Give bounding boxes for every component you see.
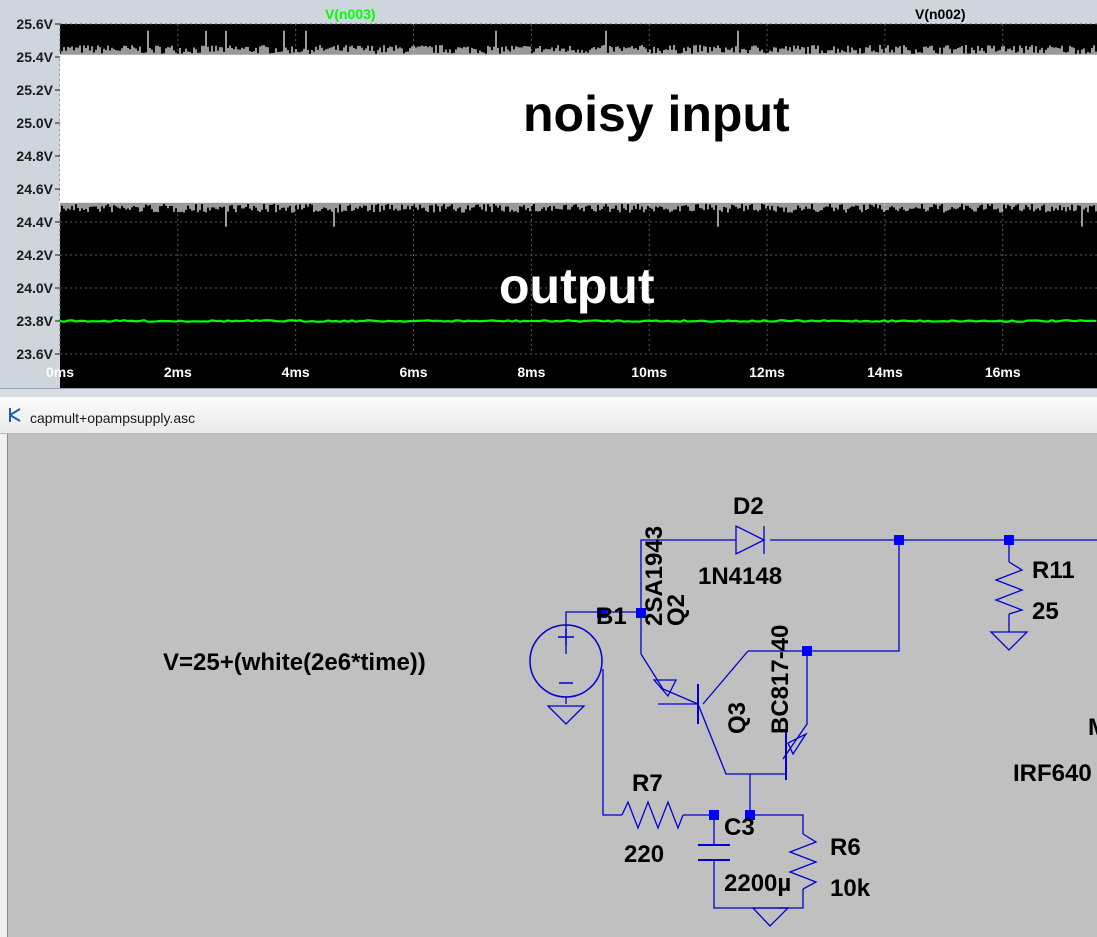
q2-arrow <box>652 679 678 698</box>
wire <box>702 650 749 705</box>
junction <box>1004 535 1014 545</box>
label-c3[interactable]: C3 <box>724 814 755 841</box>
wire <box>748 650 808 760</box>
waveform-viewer[interactable]: 25.6V 25.4V 25.2V 25.0V 24.8V 24.6V 24.4V 24.2V… <box>0 0 1097 392</box>
label-d2[interactable]: D2 <box>733 493 764 520</box>
x-tick-label: 8ms <box>517 364 545 380</box>
x-tick-label: 4ms <box>282 364 310 380</box>
y-tick-label: 24.0V <box>16 280 53 296</box>
junction <box>802 646 812 656</box>
ground-icon <box>989 631 1029 651</box>
label-m[interactable]: M <box>1088 714 1097 741</box>
resistor-r11[interactable] <box>994 561 1024 615</box>
label-q3[interactable]: Q3 <box>724 702 751 734</box>
label-r7[interactable]: R7 <box>632 770 663 797</box>
label-b1[interactable]: B1 <box>596 603 627 630</box>
wire <box>697 703 786 775</box>
schematic-filename: capmult+opampsupply.asc <box>30 410 196 426</box>
wire <box>640 539 736 612</box>
junction <box>709 810 719 820</box>
waveform-plot[interactable]: 25.6V 25.4V 25.2V 25.0V 24.8V 24.6V 24.4V 24.2V… <box>0 0 1097 392</box>
ground-icon <box>751 907 790 927</box>
source-expression[interactable]: V=25+(white(2e6*time)) <box>163 649 426 676</box>
label-q2-model[interactable]: 2SA1943 <box>641 526 668 626</box>
x-tick-label: 16ms <box>985 364 1021 380</box>
resistor-r7[interactable] <box>621 800 684 830</box>
label-q3-model[interactable]: BC817-40 <box>767 625 794 734</box>
trace-vn002-lower-noise <box>59 200 1097 227</box>
ground-icon <box>546 705 586 725</box>
annotation-output: output <box>499 258 655 314</box>
trace-label-vn003[interactable]: V(n003) <box>325 6 376 22</box>
wire <box>640 612 664 690</box>
q3-arrow <box>787 732 808 756</box>
x-tick-label: 6ms <box>400 364 428 380</box>
wire <box>807 540 900 652</box>
wire <box>602 669 622 816</box>
y-tick-label: 24.2V <box>16 247 53 263</box>
y-tick-label: 24.6V <box>16 181 53 197</box>
trace-vn002-band <box>60 54 1097 203</box>
y-tick-label: 24.4V <box>16 214 53 230</box>
junction <box>636 608 646 618</box>
y-tick-label: 23.6V <box>16 346 53 362</box>
wire <box>750 814 804 834</box>
y-tick-label: 24.8V <box>16 148 53 164</box>
schematic-icon <box>9 408 21 422</box>
label-r11-value[interactable]: 25 <box>1032 598 1059 625</box>
schematic-window: capmult+opampsupply.asc <box>0 397 1097 937</box>
label-d2-model[interactable]: 1N4148 <box>698 563 782 590</box>
x-tick-label: 12ms <box>749 364 785 380</box>
schematic-tab[interactable]: capmult+opampsupply.asc <box>0 397 1097 434</box>
label-r6[interactable]: R6 <box>830 834 861 861</box>
trace-label-vn002[interactable]: V(n002) <box>915 6 966 22</box>
label-r6-value[interactable]: 10k <box>830 875 871 902</box>
annotation-noisy-input: noisy input <box>523 86 790 142</box>
schematic-drawing[interactable]: V=25+(white(2e6*time)) B1 D2 1N4148 Q2 2… <box>8 434 1097 937</box>
junction <box>745 810 755 820</box>
label-c3-value[interactable]: 2200µ <box>724 870 791 897</box>
y-tick-label: 25.0V <box>16 115 53 131</box>
label-m-model[interactable]: IRF640 <box>1013 760 1092 787</box>
trace-vn002-upper-noise <box>59 30 1097 57</box>
x-tick-label: 10ms <box>631 364 667 380</box>
label-r7-value[interactable]: 220 <box>624 841 664 868</box>
schematic-canvas[interactable]: V=25+(white(2e6*time)) B1 D2 1N4148 Q2 2… <box>7 434 1097 937</box>
label-r11[interactable]: R11 <box>1032 557 1075 584</box>
diode-d2[interactable] <box>735 524 766 556</box>
label-q2[interactable]: Q2 <box>663 594 690 626</box>
junction <box>894 535 904 545</box>
x-tick-label: 2ms <box>164 364 192 380</box>
x-tick-label: 14ms <box>867 364 903 380</box>
resistor-r6[interactable] <box>788 833 818 890</box>
x-tick-label: 0ms <box>46 364 74 380</box>
junction <box>597 608 607 618</box>
y-tick-label: 25.6V <box>16 16 53 32</box>
y-tick-label: 25.4V <box>16 49 53 65</box>
y-tick-label: 23.8V <box>16 313 53 329</box>
trace-vn003-line <box>58 319 1097 323</box>
y-tick-label: 25.2V <box>16 82 53 98</box>
x-axis-strip <box>60 358 1097 388</box>
